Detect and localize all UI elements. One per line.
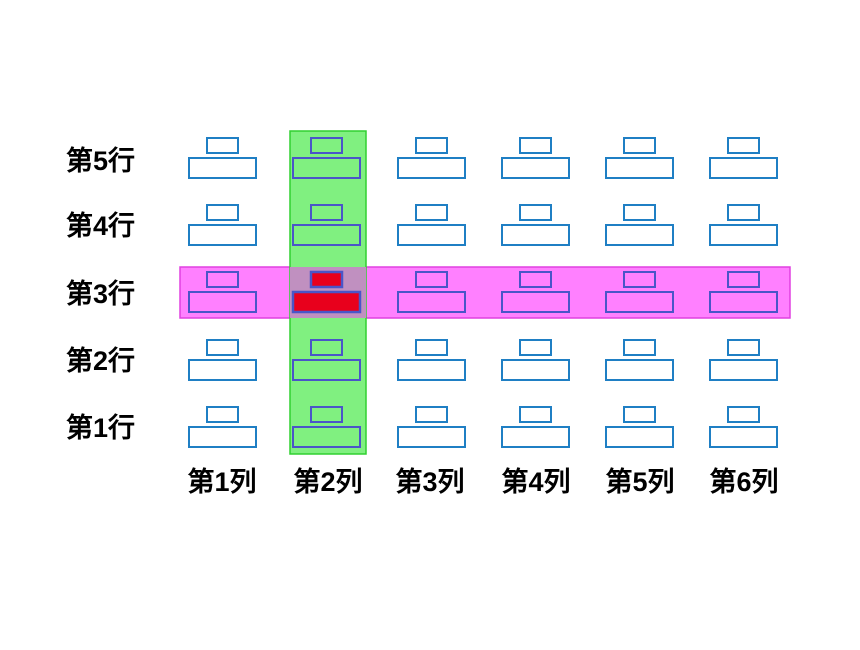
seat-desk-r2-c3 bbox=[397, 359, 466, 381]
seat-chair-r2-c4 bbox=[519, 339, 552, 356]
seat-desk-r3-c1 bbox=[188, 291, 257, 313]
seat-chair-r4-c5 bbox=[623, 204, 656, 221]
seat-desk-r3-c2 bbox=[291, 290, 362, 314]
seat-chair-r1-c4 bbox=[519, 406, 552, 423]
row-label-1: 第1行 bbox=[66, 413, 136, 443]
row-label-2: 第2行 bbox=[66, 346, 136, 376]
seat-desk-r3-c4 bbox=[501, 291, 570, 313]
seat-desk-r3-c3 bbox=[397, 291, 466, 313]
seat-chair-r2-c3 bbox=[415, 339, 448, 356]
row-label-3: 第3行 bbox=[66, 279, 136, 309]
column-label-2: 第2列 bbox=[293, 467, 363, 497]
seat-desk-r4-c3 bbox=[397, 224, 466, 246]
seat-chair-r5-c1 bbox=[206, 137, 239, 154]
seat-chair-r4-c4 bbox=[519, 204, 552, 221]
seat-chair-r2-c6 bbox=[727, 339, 760, 356]
seat-chair-r1-c3 bbox=[415, 406, 448, 423]
seat-chair-r4-c1 bbox=[206, 204, 239, 221]
seat-desk-r4-c6 bbox=[709, 224, 778, 246]
seat-desk-r3-c5 bbox=[605, 291, 674, 313]
seat-chair-r1-c6 bbox=[727, 406, 760, 423]
seat-chair-r4-c3 bbox=[415, 204, 448, 221]
seat-chair-r3-c2 bbox=[309, 270, 344, 289]
seat-chair-r1-c2 bbox=[310, 406, 343, 423]
seat-desk-r1-c4 bbox=[501, 426, 570, 448]
seat-chair-r4-c6 bbox=[727, 204, 760, 221]
row-label-5: 第5行 bbox=[66, 146, 136, 176]
seat-desk-r5-c5 bbox=[605, 157, 674, 179]
seat-desk-r5-c3 bbox=[397, 157, 466, 179]
row-highlight-band bbox=[179, 266, 791, 319]
seat-desk-r1-c5 bbox=[605, 426, 674, 448]
seat-desk-r2-c1 bbox=[188, 359, 257, 381]
seat-chair-r3-c4 bbox=[519, 271, 552, 288]
seat-desk-r5-c6 bbox=[709, 157, 778, 179]
seat-chair-r4-c2 bbox=[310, 204, 343, 221]
seat-desk-r2-c2 bbox=[292, 359, 361, 381]
seat-desk-r5-c2 bbox=[292, 157, 361, 179]
seat-desk-r2-c5 bbox=[605, 359, 674, 381]
seat-chair-r3-c6 bbox=[727, 271, 760, 288]
seat-chair-r1-c1 bbox=[206, 406, 239, 423]
seat-desk-r1-c6 bbox=[709, 426, 778, 448]
column-label-6: 第6列 bbox=[709, 467, 779, 497]
seat-chair-r3-c3 bbox=[415, 271, 448, 288]
seat-desk-r1-c2 bbox=[292, 426, 361, 448]
seat-desk-r4-c5 bbox=[605, 224, 674, 246]
row-label-4: 第4行 bbox=[66, 211, 136, 241]
column-label-1: 第1列 bbox=[187, 467, 257, 497]
column-label-4: 第4列 bbox=[501, 467, 571, 497]
seat-chair-r5-c3 bbox=[415, 137, 448, 154]
seat-chair-r2-c5 bbox=[623, 339, 656, 356]
seat-chair-r1-c5 bbox=[623, 406, 656, 423]
seat-desk-r3-c6 bbox=[709, 291, 778, 313]
seat-chair-r3-c1 bbox=[206, 271, 239, 288]
seat-chair-r5-c4 bbox=[519, 137, 552, 154]
seat-desk-r1-c1 bbox=[188, 426, 257, 448]
seat-desk-r2-c4 bbox=[501, 359, 570, 381]
column-label-3: 第3列 bbox=[395, 467, 465, 497]
seat-desk-r5-c1 bbox=[188, 157, 257, 179]
seat-chair-r3-c5 bbox=[623, 271, 656, 288]
seat-desk-r1-c3 bbox=[397, 426, 466, 448]
seat-chair-r2-c2 bbox=[310, 339, 343, 356]
seat-chair-r5-c2 bbox=[310, 137, 343, 154]
seat-desk-r4-c2 bbox=[292, 224, 361, 246]
seat-desk-r2-c6 bbox=[709, 359, 778, 381]
seat-chair-r5-c6 bbox=[727, 137, 760, 154]
seat-desk-r4-c4 bbox=[501, 224, 570, 246]
seat-desk-r5-c4 bbox=[501, 157, 570, 179]
seat-chair-r5-c5 bbox=[623, 137, 656, 154]
column-label-5: 第5列 bbox=[605, 467, 675, 497]
seat-desk-r4-c1 bbox=[188, 224, 257, 246]
seat-chair-r2-c1 bbox=[206, 339, 239, 356]
